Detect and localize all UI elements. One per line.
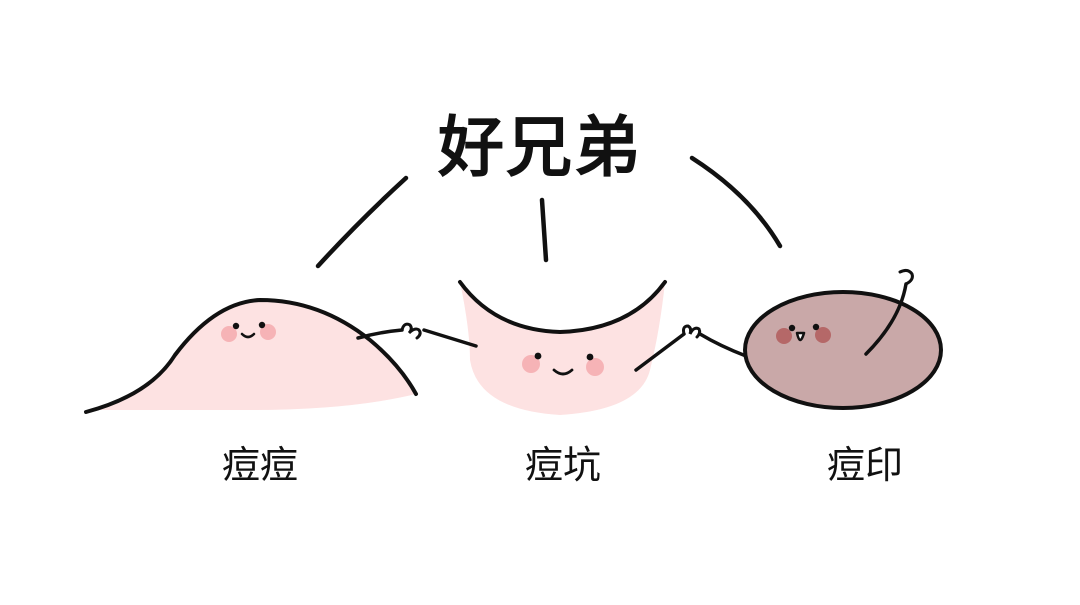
- label-mark: 痘印: [826, 443, 903, 487]
- pimple-blush-right: [260, 324, 276, 340]
- pimple-outline: [84, 297, 418, 414]
- label-pimple: 痘痘: [221, 443, 298, 487]
- pit-blush-right: [586, 358, 604, 376]
- mark-blush-left: [776, 328, 792, 344]
- pit-eye-left: [534, 352, 542, 360]
- connector-line-right: [689, 155, 783, 249]
- pit-mouth: [552, 368, 574, 376]
- mark-eye-right: [812, 323, 820, 331]
- pit-hand-right: [682, 324, 702, 339]
- pit-outline: [458, 280, 667, 335]
- mark-mouth: [795, 331, 806, 342]
- pimple-eye-right: [258, 321, 266, 329]
- pimple-mouth: [240, 332, 256, 339]
- mark-character: [698, 268, 943, 410]
- pit-arm-left: [422, 328, 478, 348]
- pimple-eye-left: [232, 322, 240, 330]
- mark-body: [743, 290, 943, 410]
- connector-line-left: [315, 175, 409, 269]
- pit-body: [460, 282, 665, 415]
- pimple-body: [88, 300, 416, 410]
- label-pit: 痘坑: [524, 443, 601, 487]
- title: 好兄弟: [438, 109, 642, 186]
- pit-character: [422, 280, 702, 415]
- mark-arm-left: [698, 332, 748, 358]
- pimple-arm: [356, 328, 404, 340]
- mark-eye-left: [788, 324, 796, 332]
- connector-line-middle: [539, 197, 549, 263]
- pimple-blush-left: [221, 326, 237, 342]
- pimple-character: [84, 297, 422, 414]
- pit-arm-right: [634, 332, 686, 372]
- pit-eye-right: [586, 353, 594, 361]
- mark-hand: [898, 268, 914, 286]
- mark-arm-right: [864, 282, 908, 356]
- pit-blush-left: [522, 355, 540, 373]
- mark-blush-right: [815, 327, 831, 343]
- pimple-hand: [400, 322, 422, 340]
